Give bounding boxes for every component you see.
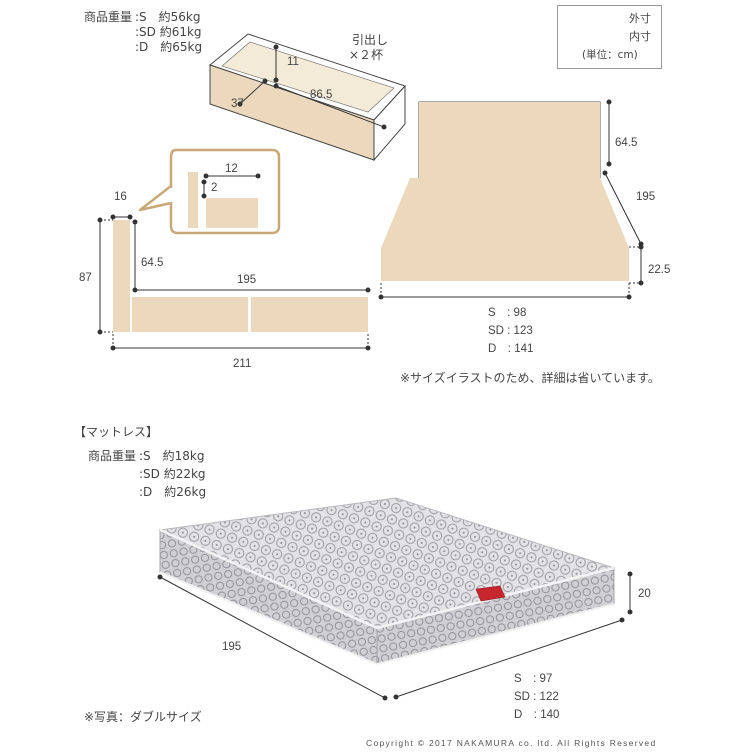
mattress-dimension-lines bbox=[157, 571, 633, 701]
copyright-notice: Copyright © 2017 NAKAMURA co. ltd. All R… bbox=[366, 738, 657, 748]
mattress-size-s: S : 97 bbox=[514, 673, 553, 685]
legend-unit-label: (単位：cm) bbox=[582, 49, 638, 61]
drawer-depth-label: 37 bbox=[231, 98, 244, 110]
dimension-legend: 外寸 内寸 (単位：cm) bbox=[557, 5, 662, 69]
front-length-label: 195 bbox=[636, 191, 656, 203]
side-headboard-thickness-label: 16 bbox=[114, 191, 127, 203]
mattress-weight-s: :S 約18kg bbox=[139, 449, 205, 463]
side-view-dimension-lines bbox=[97, 214, 371, 351]
detail-dimension-lines bbox=[201, 173, 261, 199]
mattress-section-title: 【マットレス】 bbox=[74, 425, 159, 439]
frame-weight-header: 商品重量 bbox=[84, 10, 133, 24]
frame-size-sd: SD : 123 bbox=[488, 325, 533, 337]
front-headboard-height-label: 64.5 bbox=[615, 137, 638, 149]
illustration-note: ※サイズイラストのため、詳細は省いています。 bbox=[400, 371, 660, 385]
detail-height-label: 2 bbox=[211, 182, 218, 194]
side-headboard-height-label: 64.5 bbox=[141, 257, 164, 269]
frame-weight-s: :S 約56kg bbox=[135, 10, 201, 24]
legend-inner-label: 内寸 bbox=[629, 30, 651, 43]
mattress-photo bbox=[158, 497, 616, 666]
mattress-weight-sd: :SD 約22kg bbox=[139, 467, 206, 481]
frame-size-s: S : 98 bbox=[488, 307, 527, 319]
mattress-height-label: 20 bbox=[638, 588, 651, 600]
drawer-title: 引出し bbox=[352, 33, 389, 47]
frame-weight-sd: :SD 約61kg bbox=[135, 25, 202, 39]
side-total-height-label: 87 bbox=[79, 272, 92, 284]
side-length-label: 195 bbox=[237, 274, 257, 286]
detail-callout bbox=[138, 148, 281, 235]
frame-size-d: D : 141 bbox=[488, 343, 534, 355]
mattress-photo-note: ※写真：ダブルサイズ bbox=[84, 710, 202, 724]
side-total-length-label: 211 bbox=[233, 358, 252, 370]
mattress-weight-d: :D 約26kg bbox=[139, 485, 207, 499]
mattress-size-sd: SD : 122 bbox=[514, 691, 559, 703]
front-view-dimension-lines bbox=[378, 99, 644, 300]
drawer-dimension-lines bbox=[237, 44, 387, 130]
mattress-size-d: D : 140 bbox=[514, 709, 560, 721]
frame-weight-d: :D 約65kg bbox=[135, 40, 203, 54]
mattress-length-label: 195 bbox=[222, 641, 242, 653]
drawer-count: ×２杯 bbox=[349, 48, 384, 62]
drawer-width-label: 86.5 bbox=[310, 89, 333, 101]
side-view-illustration bbox=[113, 220, 368, 332]
front-view-illustration bbox=[381, 101, 629, 281]
detail-width-label: 12 bbox=[225, 163, 238, 175]
front-height-label: 22.5 bbox=[648, 264, 671, 276]
mattress-weight-header: 商品重量 bbox=[88, 449, 137, 463]
drawer-height-label: 11 bbox=[287, 56, 299, 68]
legend-outer-label: 外寸 bbox=[629, 12, 651, 25]
drawer-illustration bbox=[208, 33, 406, 162]
